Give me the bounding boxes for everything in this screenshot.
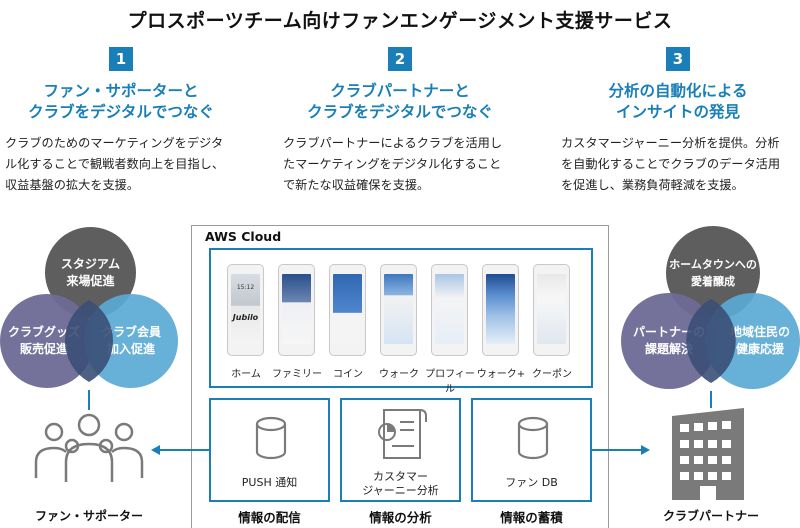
service-analysis-caption-line2: ジャーニー分析: [362, 484, 439, 497]
family-screen: [282, 274, 311, 344]
walk-screen: [384, 274, 413, 344]
column-3-body-line3: を促進し、業務負荷軽減を支援。: [561, 178, 744, 192]
venn-left-top-line1: スタジアム: [60, 256, 121, 271]
service-title-delivery: 情報の配信: [238, 510, 301, 525]
column-1-body: クラブのためのマーケティングをデジタ ル化することで観戦者数向上を目指し、 収益…: [5, 133, 267, 196]
screen-label-walk: ウォーク: [379, 369, 419, 380]
venn-right-left-line2: 課題解決: [644, 342, 693, 356]
venn-left-left-line1: クラブグッズ: [8, 325, 81, 339]
step-number-1: 1: [109, 47, 133, 71]
database-icon: [517, 416, 549, 460]
column-2-heading-line1: クラブパートナーと: [330, 82, 470, 100]
service-db-caption: ファン DB: [505, 476, 558, 489]
screen-label-coin: コイン: [333, 369, 363, 380]
column-2-body-line2: たマーケティングをデジタル化すること: [283, 157, 502, 171]
service-box-db: ファン DB: [471, 398, 592, 502]
column-2-body: クラブパートナーによるクラブを活用し たマーケティングをデジタル化すること で新…: [283, 133, 545, 196]
phone-family: [278, 264, 315, 356]
column-2-body-line3: で新たな収益確保を支援。: [283, 178, 430, 192]
step-number-3: 3: [666, 47, 690, 71]
venn-right-right-line1: 地域住民の: [729, 325, 790, 339]
phone-profile: [431, 264, 468, 356]
arrow-to-partners: [592, 445, 650, 455]
column-3-body: カスタマージャーニー分析を提供。分析 を自動化することでクラブのデータ活用 を促…: [561, 133, 800, 196]
app-screens-panel: [209, 248, 593, 388]
step-number-2: 2: [388, 47, 412, 71]
fans-caption: ファン・サポーター: [34, 509, 143, 523]
venn-left-right-line2: 加入促進: [106, 342, 155, 356]
phone-coin: [329, 264, 366, 356]
service-box-analysis: カスタマー ジャーニー分析: [340, 398, 461, 502]
screen-label-walk-plus: ウォーク+: [476, 369, 526, 380]
screen-label-profile: プロフィール: [425, 369, 475, 395]
column-3-heading: 分析の自動化による インサイトの発見: [553, 81, 800, 123]
phone-coupon: [533, 264, 570, 356]
column-1-heading-line1: ファン・サポーターと: [43, 82, 199, 100]
building-icon: [672, 408, 744, 500]
arrow-to-fans: [151, 445, 209, 455]
service-analysis-caption: カスタマー ジャーニー分析: [342, 470, 459, 498]
column-3-heading-line1: 分析の自動化による: [608, 82, 748, 100]
service-analysis-caption-line1: カスタマー: [373, 470, 428, 483]
venn-right-top-line1: ホームタウンへの: [669, 258, 757, 271]
screen-label-home: ホーム: [231, 369, 261, 380]
venn-right-right-line2: 健康応援: [735, 342, 784, 356]
screen-label-family: ファミリー: [272, 369, 322, 380]
venn-right-top-line2: 愛着醸成: [690, 275, 735, 288]
screen-label-coupon: クーポン: [532, 369, 572, 380]
home-time: 15:12: [236, 284, 255, 291]
home-screen: 15:12 Jubilo: [231, 274, 260, 344]
venn-left-left-line2: 販売促進: [20, 342, 69, 356]
database-icon: [255, 416, 287, 460]
phone-walk-plus: [482, 264, 519, 356]
column-3-heading-line2: インサイトの発見: [615, 103, 740, 121]
column-3-body-line2: を自動化することでクラブのデータ活用: [561, 157, 781, 171]
coin-screen: [333, 274, 362, 344]
venn-left-right-line1: クラブ会員: [100, 325, 161, 339]
phone-walk: [380, 264, 417, 356]
column-2-heading: クラブパートナーと クラブをデジタルでつなぐ: [275, 81, 525, 123]
partners-caption: クラブパートナー: [662, 509, 759, 523]
column-2-heading-line2: クラブをデジタルでつなぐ: [307, 103, 493, 121]
phone-home: 15:12 Jubilo: [227, 264, 264, 356]
service-box-push: PUSH 通知: [209, 398, 330, 502]
people-icon: [34, 413, 144, 482]
aws-cloud-frame: [191, 225, 609, 528]
column-1-body-line2: ル化することで観戦者数向上を目指し、: [5, 157, 225, 171]
venn-left-overlap: [64, 300, 114, 382]
venn-left-top-line2: 来場促進: [66, 273, 115, 288]
service-push-caption: PUSH 通知: [241, 476, 298, 489]
left-connector-line: [88, 390, 90, 410]
column-1-body-line1: クラブのためのマーケティングをデジタ: [5, 136, 224, 150]
service-title-storage: 情報の蓄積: [500, 510, 563, 525]
column-1-heading: ファン・サポーターと クラブをデジタルでつなぐ: [0, 81, 246, 123]
column-2-body-line1: クラブパートナーによるクラブを活用し: [283, 136, 503, 150]
service-title-analysis: 情報の分析: [369, 510, 432, 525]
profile-screen: [435, 274, 464, 344]
report-chart-icon: [378, 409, 427, 459]
right-connector-line: [710, 391, 712, 408]
home-logo: Jubilo: [232, 313, 259, 322]
column-3-body-line1: カスタマージャーニー分析を提供。分析: [561, 136, 780, 150]
coupon-screen: [537, 274, 566, 344]
column-1-heading-line2: クラブをデジタルでつなぐ: [28, 103, 214, 121]
column-1-body-line3: 収益基盤の拡大を支援。: [5, 178, 140, 192]
venn-right-overlap: [686, 299, 736, 383]
aws-cloud-label: AWS Cloud: [205, 229, 282, 244]
page-title: プロスポーツチーム向けファンエンゲージメント支援サービス: [127, 10, 673, 32]
walk-plus-screen: [486, 274, 515, 344]
